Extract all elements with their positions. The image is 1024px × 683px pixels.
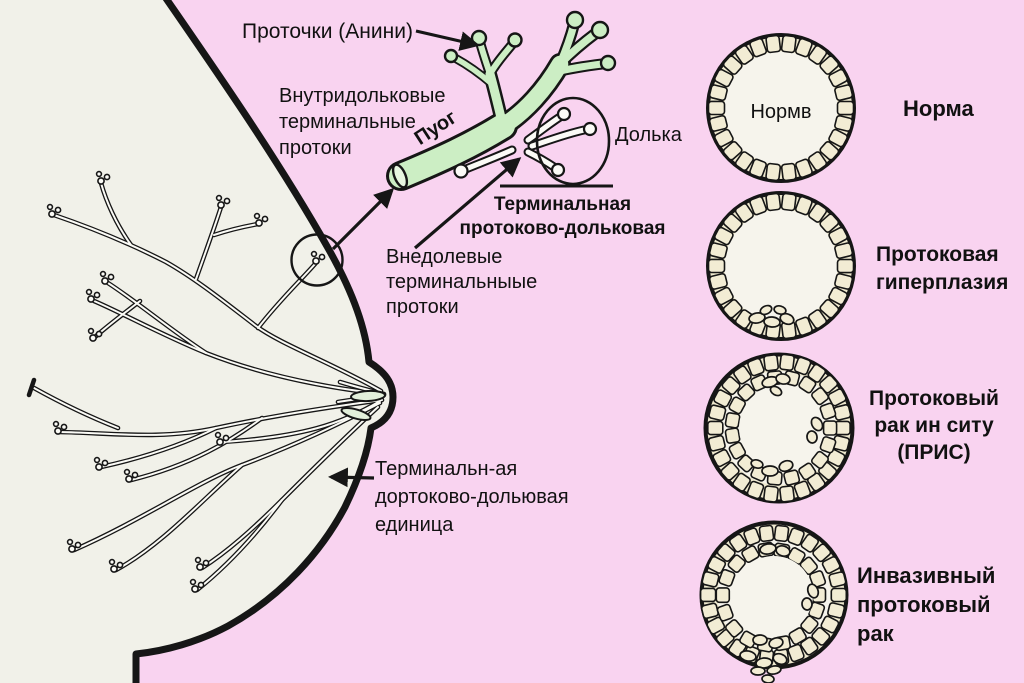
label-intralobular-terminal-ducts: Внутридольковые терминальные протоки <box>279 85 446 159</box>
circle-text-norm: Нормв <box>750 101 812 123</box>
label-dcis: Протоковый рак ин ситу (ПРИС) <box>869 387 999 464</box>
label-extralobular-terminal-ducts: Внедолевые терминальныые протоки <box>386 246 538 318</box>
label-invasive-ductal-cancer: Инвазивный протоковый рак <box>857 563 996 646</box>
label-terminal-ductal-lobular: Терминальная протоково-дольковая <box>459 194 666 239</box>
label-ductal-hyperplasia: Протоковая гиперплазия <box>876 243 1009 294</box>
label-lobule: Долька <box>615 124 682 146</box>
label-terminal-ductal-lobular-unit: Терминальн-ая дортоково-дольювая единица <box>375 458 569 536</box>
label-ductules: Проточки (Анини) <box>242 20 413 43</box>
label-norma: Норма <box>903 96 974 121</box>
